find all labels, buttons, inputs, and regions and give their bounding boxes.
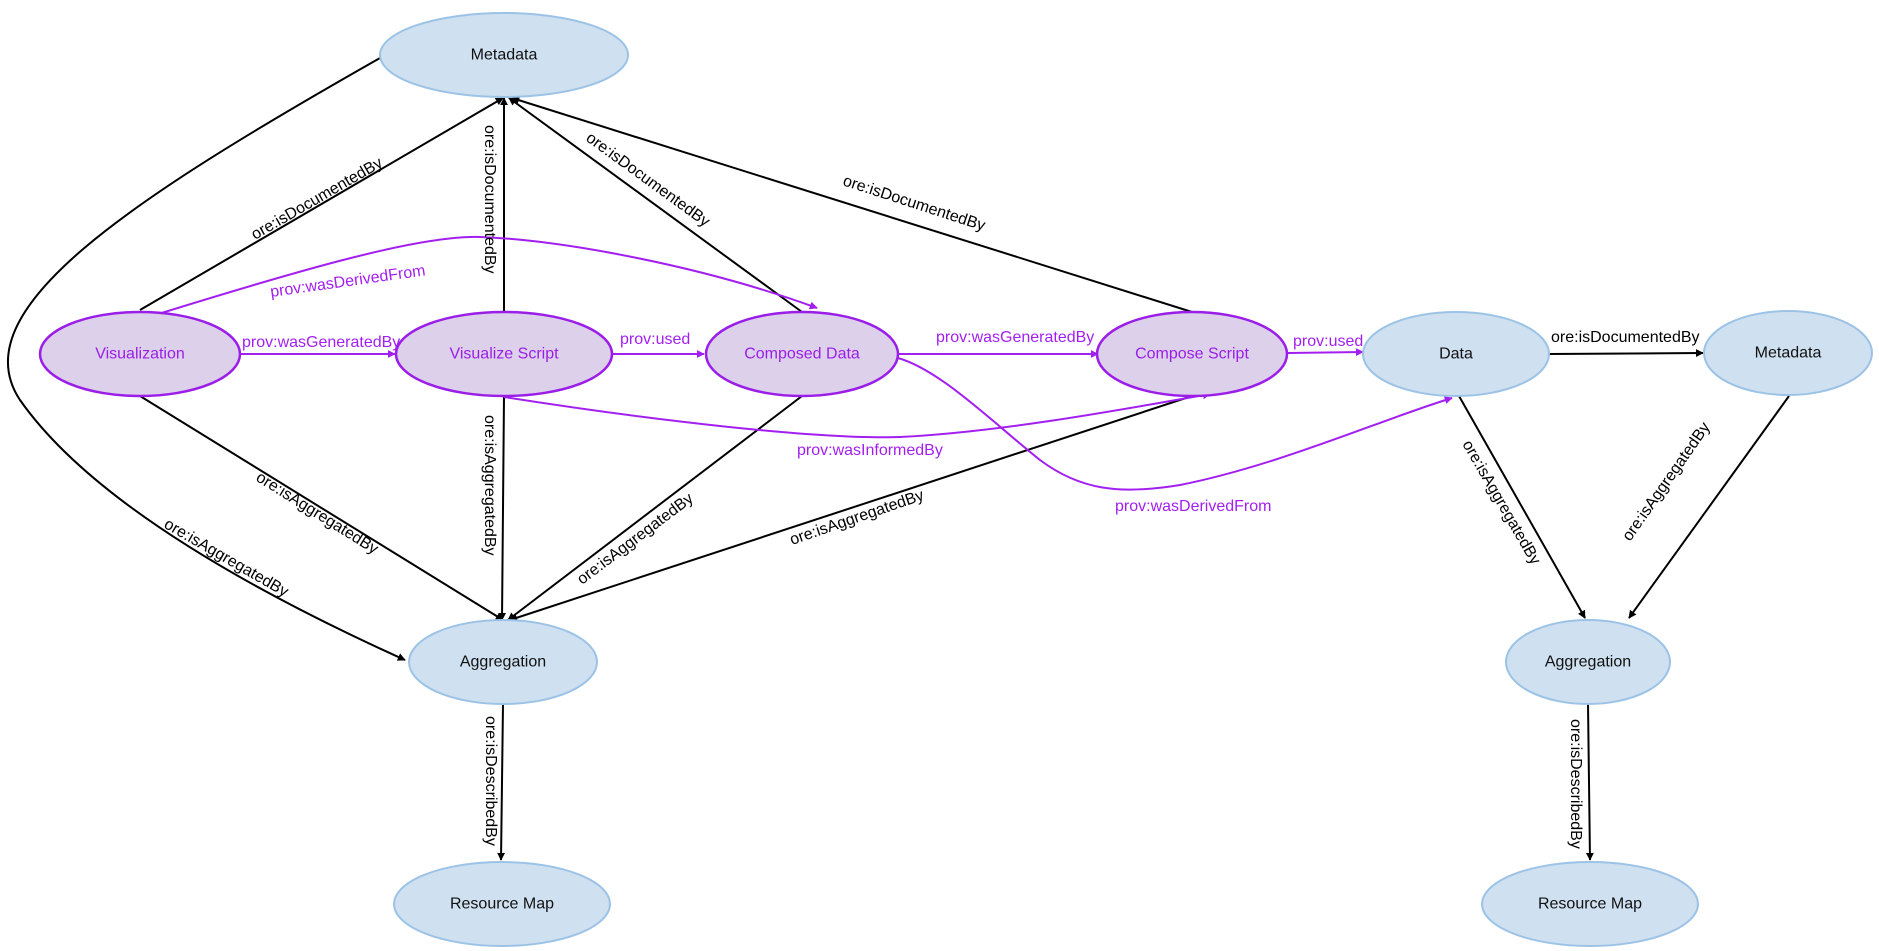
node-label: Resource Map <box>450 896 554 913</box>
label-meta-agg: ore:isAggregatedBy <box>161 516 291 601</box>
label-data-doc: ore:isDocumentedBy <box>1551 329 1700 346</box>
node-metadata-right[interactable]: Metadata <box>1703 310 1873 396</box>
label-aggR-desc: ore:isDescribedBy <box>1567 719 1584 849</box>
label-metaR-agg: ore:isAggregatedBy <box>1619 419 1714 544</box>
label-cd-derived: prov:wasDerivedFrom <box>1115 498 1271 515</box>
prov-edges <box>154 235 1453 491</box>
node-label: Composed Data <box>744 346 860 363</box>
label-vis-agg: ore:isAggregatedBy <box>253 469 381 558</box>
label-data-agg: ore:isAggregatedBy <box>1459 438 1544 568</box>
label-vs-informed: prov:wasInformedBy <box>797 442 943 459</box>
node-resource-map-left[interactable]: Resource Map <box>393 861 611 947</box>
edge-vis-agg <box>139 395 504 621</box>
edge-aggR-desc <box>1585 703 1594 861</box>
label-vs-doc: ore:isDocumentedBy <box>481 125 498 274</box>
edge-vs-informed <box>503 391 1211 439</box>
node-aggregation-right[interactable]: Aggregation <box>1505 619 1671 705</box>
node-label: Metadata <box>471 47 538 64</box>
edge-aggL-desc <box>497 703 506 861</box>
node-label: Visualization <box>95 346 185 363</box>
edge-data-agg <box>1458 395 1586 619</box>
label-aggL-desc: ore:isDescribedBy <box>482 716 499 846</box>
edge-vis-doc <box>139 97 504 311</box>
node-visualization[interactable]: Visualization <box>38 310 242 398</box>
edge-cs-doc <box>511 96 1193 313</box>
label-vs-used: prov:used <box>620 331 690 348</box>
edge-cs-used <box>1287 348 1364 357</box>
edge-labels-black: ore:isDocumentedBy ore:isDocumentedBy or… <box>161 125 1714 849</box>
label-cs-agg: ore:isAggregatedBy <box>788 487 926 549</box>
label-cs-used: prov:used <box>1293 333 1363 350</box>
node-resource-map-right[interactable]: Resource Map <box>1481 861 1699 947</box>
node-metadata-top[interactable]: Metadata <box>379 12 629 98</box>
edge-data-doc <box>1548 349 1704 358</box>
node-data[interactable]: Data <box>1362 311 1550 397</box>
edge-metaR-agg <box>1628 395 1790 619</box>
edge-cd-derived <box>897 357 1453 491</box>
black-edges <box>7 57 1790 861</box>
node-label: Data <box>1439 346 1473 363</box>
edge-cd-agg <box>507 395 803 621</box>
node-label: Visualize Script <box>449 346 559 363</box>
node-label: Aggregation <box>1545 654 1631 671</box>
label-cd-doc: ore:isDocumentedBy <box>583 129 713 230</box>
edge-cd-doc <box>508 97 803 313</box>
label-vis-generated: prov:wasGeneratedBy <box>242 334 400 351</box>
node-label: Aggregation <box>460 654 546 671</box>
label-vs-agg: ore:isAggregatedBy <box>481 415 498 556</box>
label-vis-derived: prov:wasDerivedFrom <box>269 262 426 301</box>
edge-vs-agg <box>498 395 507 621</box>
node-compose-script[interactable]: Compose Script <box>1095 310 1289 398</box>
edge-cs-agg <box>509 395 1193 622</box>
label-cd-generated: prov:wasGeneratedBy <box>936 329 1094 346</box>
node-label: Compose Script <box>1135 346 1249 363</box>
node-aggregation-left[interactable]: Aggregation <box>408 619 598 705</box>
label-cd-agg: ore:isAggregatedBy <box>574 490 696 588</box>
node-visualize-script[interactable]: Visualize Script <box>394 310 614 398</box>
edge-meta-agg <box>7 57 406 661</box>
node-label: Resource Map <box>1538 896 1642 913</box>
edge-labels-purple: prov:wasDerivedFrom prov:wasGeneratedBy … <box>242 262 1363 515</box>
node-composed-data[interactable]: Composed Data <box>704 310 900 398</box>
label-vis-doc: ore:isDocumentedBy <box>249 154 386 243</box>
node-label: Metadata <box>1755 345 1822 362</box>
edge-vis-derived <box>154 235 818 316</box>
